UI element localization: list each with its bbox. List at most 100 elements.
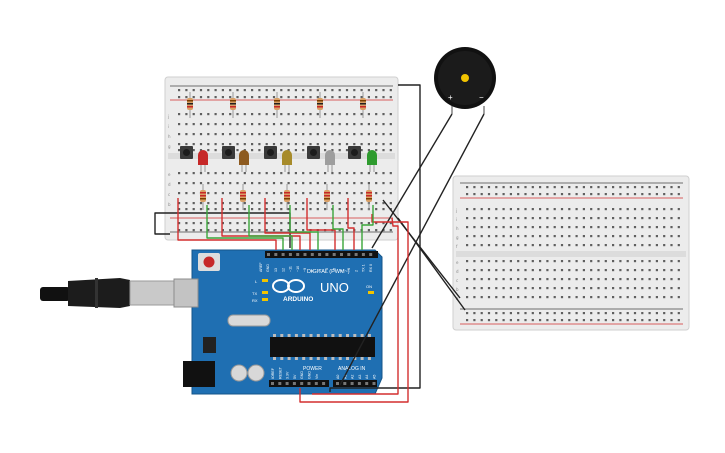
header-pin[interactable] [292,382,296,385]
header-pin[interactable] [343,382,347,385]
header-pin[interactable] [365,382,369,385]
header-pin[interactable] [314,382,318,385]
header-pin[interactable] [288,253,292,256]
chip-pin [287,357,291,360]
breadboard-hole [221,143,224,146]
push-button[interactable] [307,146,320,159]
breadboard-hole [338,133,341,136]
breadboard-hole [367,222,370,225]
breadboard-hole [612,312,615,315]
breadboard-hole [509,260,512,263]
breadboard-hole [199,208,203,211]
chip-pin [360,357,364,360]
breadboard-hole [229,192,232,195]
breadboard-hole [509,226,512,229]
breadboard-hole [633,244,637,247]
row-label: j [167,114,169,119]
header-pin[interactable] [281,253,285,256]
breadboard-hole [367,123,370,126]
pin-label-digital: ~3 [347,268,351,272]
pin-label-digital: ~5 [332,268,336,272]
breadboard-hole [619,208,622,211]
header-pin[interactable] [332,253,336,256]
breadboard-hole [309,192,312,195]
breadboard-hole [626,226,629,229]
pin-label-power: GND [300,371,304,379]
breadboard-hole [382,89,385,92]
header-pin[interactable] [296,253,300,256]
header-pin[interactable] [372,382,376,385]
header-pin[interactable] [300,382,304,385]
breadboard-hole [265,222,268,225]
breadboard-hole [243,182,246,185]
header-pin[interactable] [336,382,339,385]
breadboard-hole [214,172,217,175]
push-button[interactable] [222,146,235,159]
breadboard-hole [236,208,239,211]
push-button[interactable] [348,146,361,159]
breadboard-hole [495,208,498,211]
breadboard-hole [677,269,680,272]
breadboard-hole [389,149,392,152]
breadboard-hole [316,172,319,175]
push-button[interactable] [264,146,277,159]
breadboard-hole [324,96,327,99]
header-pin[interactable] [307,382,311,385]
breadboard-hole [229,182,232,185]
header-pin[interactable] [340,253,343,256]
usb-cable [40,278,196,308]
breadboard-hole [487,287,491,290]
breadboard-hole [633,278,637,281]
breadboard-hole [360,208,363,211]
header-pin[interactable] [285,382,289,385]
digital-label: DIGITAL (PWM~) [307,269,350,275]
header-pin[interactable] [325,253,329,256]
breadboard-hole [331,182,334,185]
header-pin[interactable] [361,253,365,256]
breadboard-hole [531,278,534,281]
row-label: f [456,244,458,249]
breadboard-hole [375,96,378,99]
header-pin[interactable] [354,253,358,256]
header-pin[interactable] [322,382,326,385]
breadboard-hole [272,113,276,116]
breadboard-hole [375,182,378,185]
breadboard-hole [272,123,276,126]
breadboard-hole [192,192,195,195]
push-button[interactable] [180,146,193,159]
header-pin[interactable] [369,253,373,256]
breadboard-hole [258,143,261,146]
breadboard-hole [517,269,520,272]
breadboard-hole [353,113,356,116]
breadboard-hole [517,244,520,247]
header-pin[interactable] [347,253,351,256]
breadboard-hole [655,319,658,322]
header-pin[interactable] [318,253,322,256]
header-pin[interactable] [274,253,278,256]
breadboard-hole [619,260,622,263]
header-pin[interactable] [271,382,274,385]
breadboard-hole [294,172,297,175]
breadboard-hole [258,149,261,152]
header-pin[interactable] [267,253,270,256]
chip-pin [324,357,328,360]
breadboard-hole [670,278,673,281]
breadboard-hole [495,312,498,315]
header-pin[interactable] [278,382,282,385]
breadboard-hole [466,287,469,290]
breadboard-hole [633,217,637,220]
led-tx-indicator [262,291,268,294]
breadboard-hole [294,143,297,146]
reset-button[interactable] [198,253,220,271]
breadboard-hole [612,235,615,238]
breadboard-hole [345,96,349,99]
header-pin[interactable] [350,382,354,385]
header-pin[interactable] [303,253,307,256]
breadboard-hole [272,96,276,99]
breadboard-hole [178,182,181,185]
header-pin[interactable] [310,253,314,256]
breadboard-hole [185,192,188,195]
breadboard-hole [648,296,651,299]
breadboard-hole [546,208,549,211]
header-pin[interactable] [357,382,361,385]
